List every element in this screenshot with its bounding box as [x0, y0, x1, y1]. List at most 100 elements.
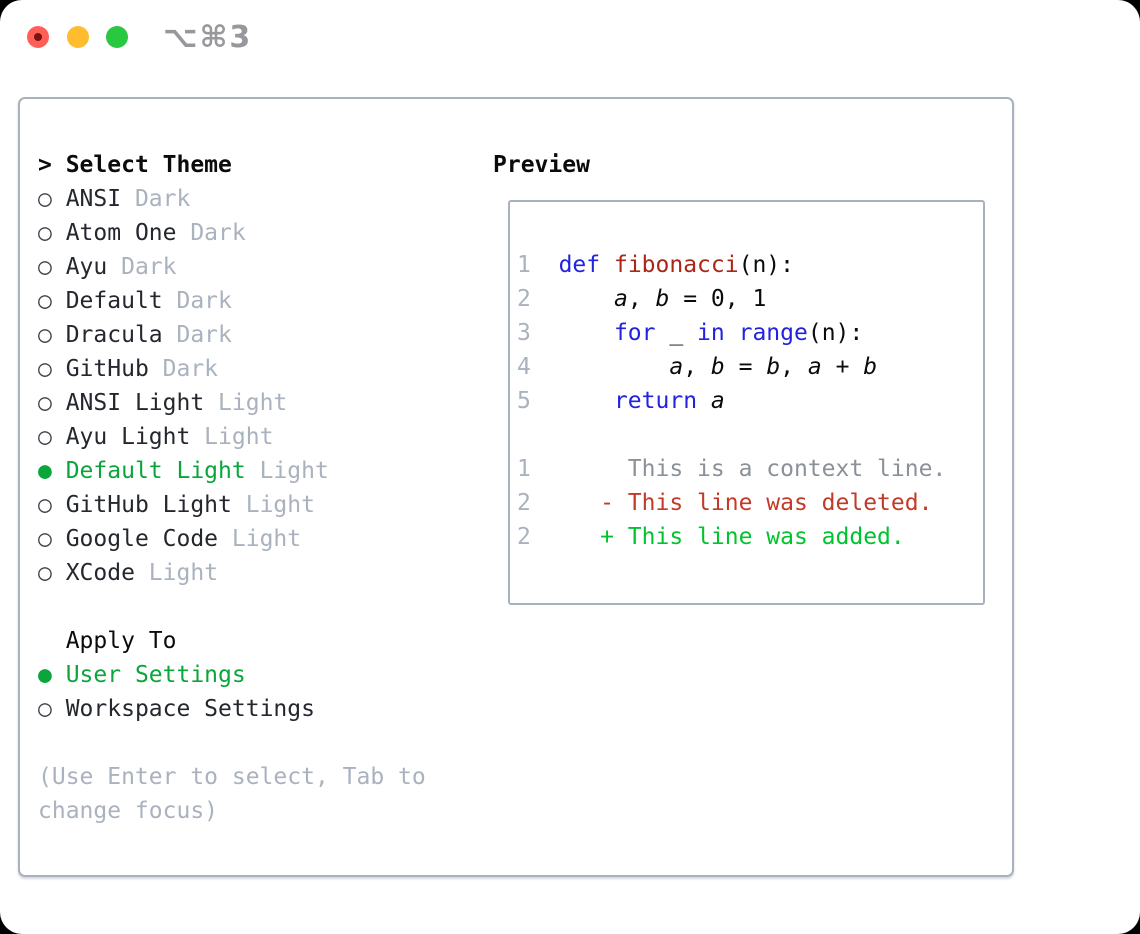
line-number: 2 — [517, 524, 531, 550]
apply-to-heading: Apply To — [38, 624, 470, 658]
code-segment — [531, 524, 600, 550]
theme-option-default-light[interactable]: ● Default Light Light — [38, 454, 470, 488]
code-segment — [531, 320, 614, 346]
radio-icon: ○ — [38, 492, 66, 518]
theme-list: > Select Theme ○ ANSI Dark○ Atom One Dar… — [38, 148, 470, 828]
code-segment — [531, 354, 669, 380]
code-segment: = — [724, 354, 767, 380]
code-segment: in — [697, 320, 725, 346]
theme-name: ANSI — [65, 186, 122, 212]
theme-variant: Dark — [162, 322, 232, 348]
theme-name: GitHub — [65, 356, 149, 382]
apply-option-user-settings[interactable]: ● User Settings — [38, 658, 470, 692]
theme-name: Ayu Light — [65, 424, 191, 450]
code-segment: (n): — [807, 320, 864, 346]
unsaved-dot-icon — [34, 33, 42, 41]
theme-variant: Dark — [121, 186, 191, 212]
radio-icon: ○ — [38, 356, 66, 382]
code-segment: This is a context line. — [530, 456, 947, 482]
zoom-button[interactable] — [106, 26, 128, 48]
theme-variant: Dark — [162, 288, 232, 314]
code-segment — [531, 286, 614, 312]
theme-option-atom-one[interactable]: ○ Atom One Dark — [38, 216, 470, 250]
preview-heading: Preview — [493, 152, 590, 178]
radio-selected-icon: ● — [38, 458, 66, 484]
theme-variant: Dark — [176, 220, 246, 246]
code-segment: b — [710, 354, 725, 380]
code-segment: def — [558, 252, 601, 278]
close-button[interactable] — [27, 26, 49, 48]
preview-line: 2 - This line was deleted. — [517, 486, 983, 520]
code-segment: a — [613, 286, 628, 312]
apply-to-options: ● User Settings○ Workspace Settings — [38, 658, 470, 726]
theme-option-ansi-light[interactable]: ○ ANSI Light Light — [38, 386, 470, 420]
code-segment: b — [863, 354, 878, 380]
theme-picker-panel: > Select Theme ○ ANSI Dark○ Atom One Dar… — [18, 97, 1014, 877]
radio-icon: ○ — [38, 560, 66, 586]
theme-name: ANSI Light — [65, 390, 205, 416]
radio-icon: ○ — [38, 186, 66, 212]
radio-icon: ○ — [38, 390, 66, 416]
theme-variant: Light — [190, 424, 274, 450]
preview-line: 3 for _ in range(n): — [517, 316, 983, 350]
code-segment: _ — [655, 320, 698, 346]
spacer — [38, 726, 470, 760]
code-segment: a — [710, 388, 725, 414]
code-segment: = 0, 1 — [669, 286, 767, 312]
code-segment: , — [683, 354, 711, 380]
theme-name: Atom One — [65, 220, 177, 246]
code-segment: a — [669, 354, 684, 380]
code-segment: range — [738, 320, 808, 346]
line-number: 2 — [517, 490, 531, 516]
code-segment — [600, 252, 614, 278]
theme-variant: Dark — [107, 254, 177, 280]
code-segment — [531, 252, 559, 278]
preview-line: 5 return a — [517, 384, 983, 418]
theme-name: Ayu — [65, 254, 108, 280]
preview-line: 2 + This line was added. — [517, 520, 983, 554]
apply-option-workspace-settings[interactable]: ○ Workspace Settings — [38, 692, 470, 726]
code-segment: a — [807, 354, 822, 380]
minimize-button[interactable] — [67, 26, 89, 48]
code-segment: (n): — [738, 252, 794, 278]
radio-icon: ○ — [38, 526, 66, 552]
code-segment: + — [821, 354, 864, 380]
theme-variant: Light — [245, 458, 329, 484]
apply-option-label: User Settings — [65, 662, 246, 688]
theme-name: XCode — [65, 560, 135, 586]
code-segment: for — [613, 320, 656, 346]
theme-option-ayu-light[interactable]: ○ Ayu Light Light — [38, 420, 470, 454]
apply-option-label: Workspace Settings — [65, 696, 315, 722]
line-number: 3 — [517, 320, 531, 346]
theme-option-dracula[interactable]: ○ Dracula Dark — [38, 318, 470, 352]
line-number: 4 — [517, 354, 531, 380]
window-title: ⌥⌘3 — [163, 20, 253, 55]
preview-line: 1 def fibonacci(n): — [517, 248, 983, 282]
theme-variant: Dark — [148, 356, 219, 382]
theme-option-github-light[interactable]: ○ GitHub Light Light — [38, 488, 470, 522]
line-number: 2 — [517, 286, 531, 312]
radio-icon: ○ — [38, 288, 66, 314]
select-theme-heading-label: Select Theme — [65, 152, 232, 178]
theme-option-google-code[interactable]: ○ Google Code Light — [38, 522, 470, 556]
radio-icon: ○ — [38, 254, 66, 280]
theme-variant: Light — [218, 526, 302, 552]
radio-icon: ○ — [38, 220, 66, 246]
theme-name: Default Light — [65, 458, 246, 484]
line-number: 5 — [517, 388, 531, 414]
code-segment — [531, 490, 600, 516]
theme-option-ansi[interactable]: ○ ANSI Dark — [38, 182, 470, 216]
code-segment — [531, 388, 614, 414]
theme-option-xcode[interactable]: ○ XCode Light — [38, 556, 470, 590]
focus-caret-icon: > — [38, 152, 66, 178]
theme-option-ayu[interactable]: ○ Ayu Dark — [38, 250, 470, 284]
code-segment: return — [613, 388, 698, 414]
theme-option-github[interactable]: ○ GitHub Dark — [38, 352, 470, 386]
theme-option-default[interactable]: ○ Default Dark — [38, 284, 470, 318]
preview-line: 2 a, b = 0, 1 — [517, 282, 983, 316]
code-segment: b — [655, 286, 670, 312]
apply-to-heading-label: Apply To — [65, 628, 177, 654]
